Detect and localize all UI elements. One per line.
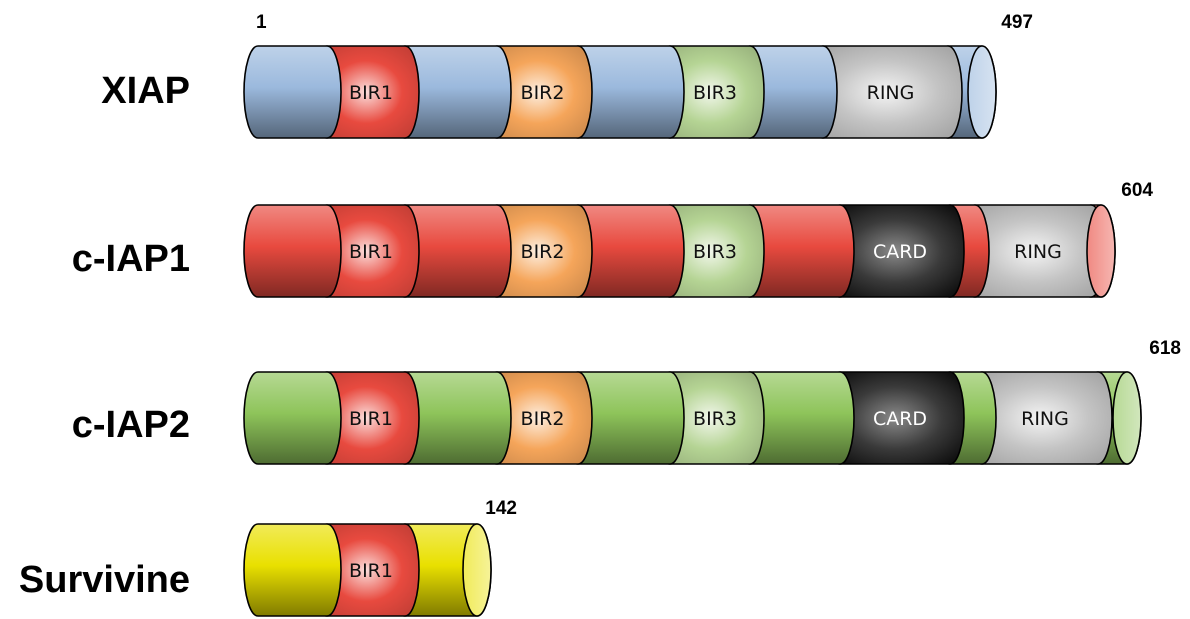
cylinder-end-cap [1086,204,1116,298]
cylinder-end-cap [1112,371,1142,465]
protein-bar: BIR1 [243,523,492,617]
end-position-label: 604 [1121,180,1153,201]
domain-label: BIR1 [349,241,393,263]
domain-label: BIR3 [693,408,737,430]
domain-label: BIR2 [521,82,565,104]
protein-bar: BIR1 BIR2 BIR3 CARD RING [243,204,1116,298]
domain-label: CARD [873,241,927,263]
protein-name: c-IAP1 [72,238,190,280]
domain-label: RING [1021,408,1069,430]
domain-label: BIR3 [693,82,737,104]
end-position-label: 497 [1001,12,1033,33]
linker-segment [243,523,342,617]
protein-row-survivine: Survivine BIR1 142 [19,498,517,617]
protein-name: c-IAP2 [72,404,190,446]
protein-name: Survivine [19,559,190,601]
protein-bar: BIR1 BIR2 BIR3 CARD RING [243,371,1142,465]
domain-label: BIR1 [349,408,393,430]
protein-row-ciap2: c-IAP2 BIR1 BIR2 BIR3 CARD RING 618 [72,338,1181,465]
cylinder-end-cap [462,523,492,617]
domain-label: RING [1014,241,1062,263]
end-position-label: 142 [485,498,517,519]
domain-label: BIR1 [349,560,393,582]
protein-name: XIAP [101,70,190,112]
domain-label: BIR2 [521,408,565,430]
protein-row-ciap1: c-IAP1 BIR1 BIR2 BIR3 CARD RING 604 [72,180,1153,298]
linker-segment [243,204,342,298]
start-position-label: 1 [256,12,267,33]
protein-row-xiap: XIAP BIR1 BIR2 BIR3 RING 497 [101,12,1033,139]
end-position-label: 618 [1149,338,1181,359]
linker-segment [243,371,342,465]
protein-bar: BIR1 BIR2 BIR3 RING [243,45,997,139]
domain-label: BIR1 [349,82,393,104]
domain-label: BIR3 [693,241,737,263]
domain-label: BIR2 [521,241,565,263]
domain-label: RING [867,82,915,104]
domain-label: CARD [873,408,927,430]
cylinder-end-cap [967,45,997,139]
linker-segment [243,45,342,139]
